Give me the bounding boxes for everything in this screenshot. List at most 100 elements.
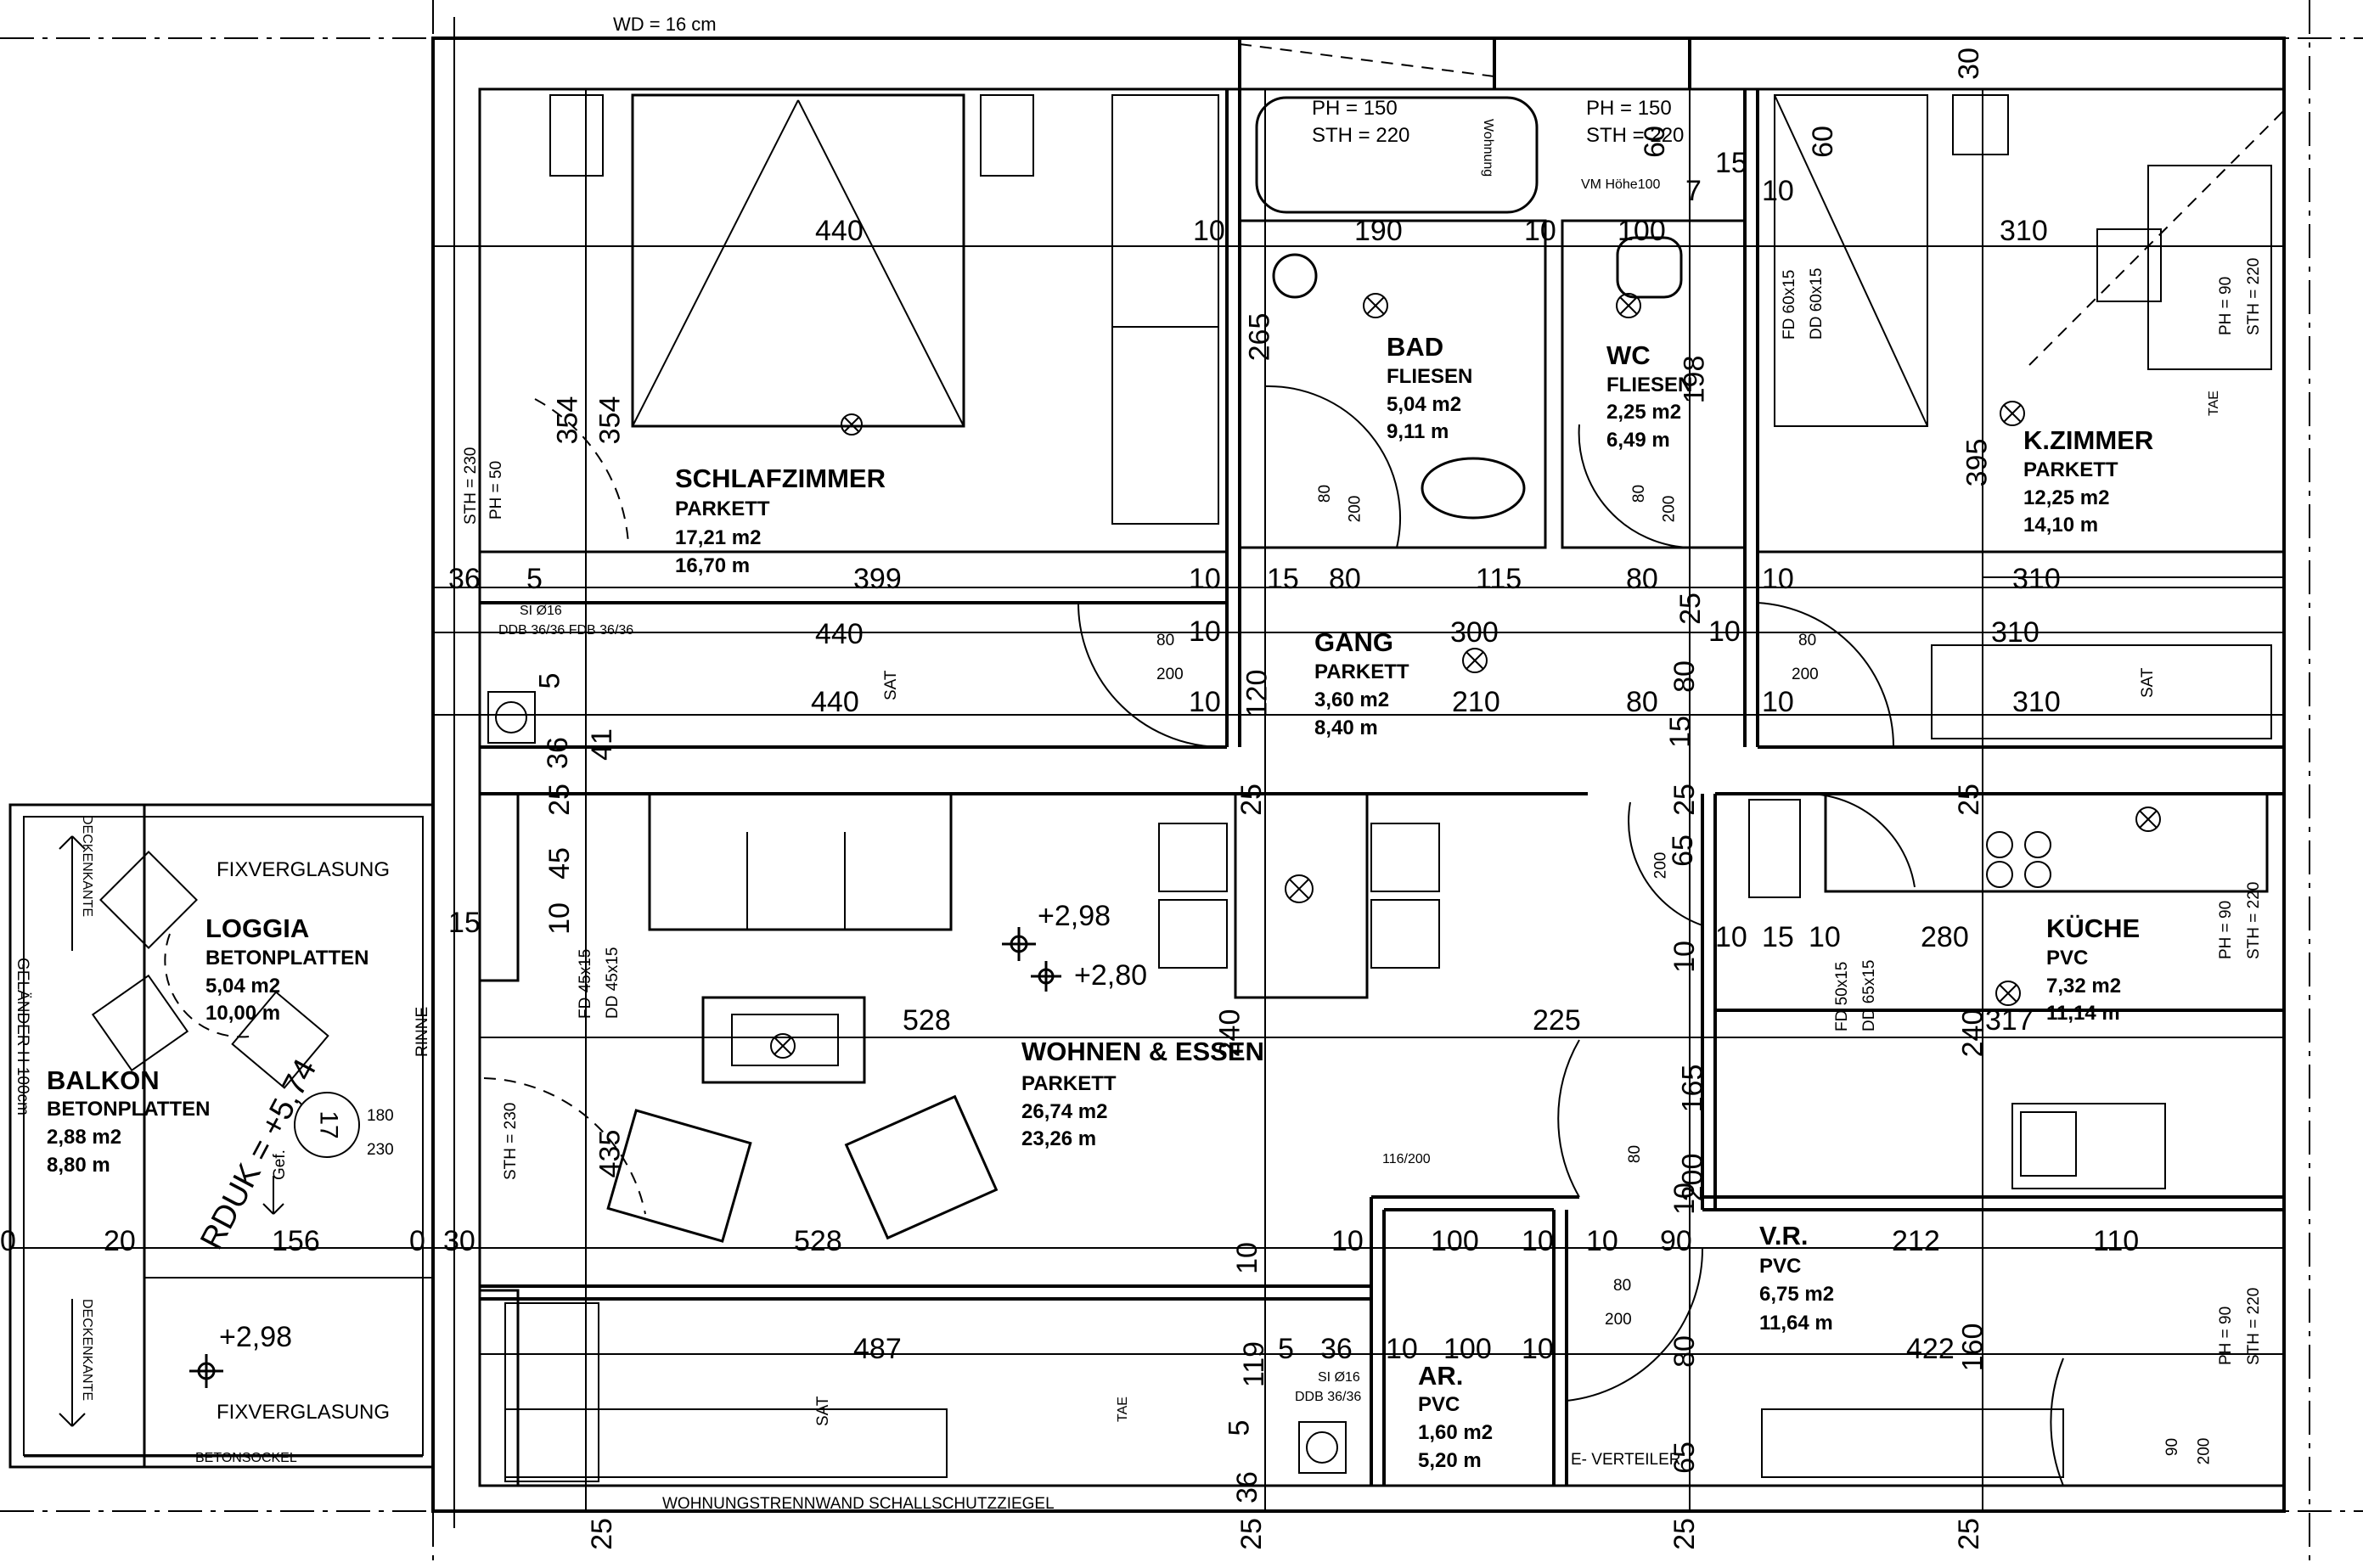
wall-kzimmer	[1756, 87, 2286, 554]
dim-label: 115	[1476, 563, 1522, 595]
dim-label: 440	[815, 618, 864, 650]
dim-label: 36	[1320, 1333, 1353, 1365]
room-name-bad: BAD	[1387, 332, 1444, 362]
fd50: FD 50x15	[1833, 961, 1851, 1031]
bathtub	[1255, 96, 1539, 214]
room-perimeter-loggia: 10,00 m	[205, 1002, 281, 1025]
dim-label: 60	[1806, 126, 1839, 158]
sth220-kzimmer: STH = 220	[2245, 257, 2263, 335]
room-area-balkon: 2,88 m2	[47, 1126, 122, 1149]
dim-label: 528	[794, 1225, 842, 1257]
dim-label: 10	[1715, 921, 1747, 953]
dim-label: 10	[1762, 686, 1794, 718]
dd45: DD 45x15	[604, 947, 622, 1020]
dim-label: 10	[1193, 215, 1225, 247]
room-floor-kueche: PVC	[2046, 947, 2089, 969]
vm-label: VM Höhe100	[1581, 177, 1661, 192]
wall-thickness-label: WD = 16 cm	[613, 14, 717, 35]
sth220-kueche: STH = 220	[2245, 881, 2263, 959]
room-name-gang: GANG	[1314, 627, 1393, 657]
dim-label: 90	[1660, 1225, 1692, 1257]
room-name-balkon: BALKON	[47, 1065, 160, 1095]
armchair-1	[606, 1109, 752, 1243]
fd60: FD 60x15	[1781, 269, 1798, 340]
dim-label: 10	[1189, 563, 1221, 595]
si16-2: SI Ø16	[1318, 1370, 1360, 1385]
room-area-kueche: 7,32 m2	[2046, 975, 2122, 998]
dim-label: 25	[1674, 593, 1707, 625]
room-perimeter-balkon: 8,80 m	[47, 1154, 110, 1177]
dim-label: 160	[1956, 1323, 1989, 1372]
dim-label: 528	[903, 1004, 951, 1037]
dim-label: 310	[2012, 563, 2061, 595]
stair-number: 17	[314, 1110, 343, 1139]
dim-label: 7	[1685, 175, 1702, 207]
room-name-wohnen: WOHNEN & ESSEN	[1021, 1037, 1264, 1066]
dim-label: 5	[1223, 1419, 1256, 1436]
room-perimeter-ar: 5,20 m	[1418, 1449, 1482, 1472]
dim-label: 300	[1450, 616, 1499, 649]
deckenkante-label-1: DECKENKANTE	[80, 815, 94, 918]
dim-label: 10	[1522, 1333, 1554, 1365]
room-floor-bad: FLIESEN	[1387, 365, 1473, 388]
dim-label: 41	[585, 728, 618, 761]
room-name-schlafzimmer: SCHLAFZIMMER	[675, 464, 886, 493]
ddb-pair: DDB 36/36 FDB 36/36	[498, 623, 634, 638]
dim-label: 440	[811, 686, 859, 718]
dim-label: 25	[1668, 1518, 1701, 1550]
bed	[631, 93, 965, 428]
room-name-kueche: KÜCHE	[2046, 913, 2141, 943]
dim-label: 422	[1906, 1333, 1955, 1365]
dim-label: 90	[2163, 1437, 2182, 1457]
room-area-schlafzimmer: 17,21 m2	[675, 526, 762, 549]
sth230-wohnen: STH = 230	[502, 1102, 520, 1180]
dim-label: 80	[1630, 484, 1649, 503]
dim-label: 240	[1213, 1009, 1246, 1058]
dim-label: 36	[541, 737, 574, 769]
dim-label: 80	[1626, 1144, 1645, 1164]
fixverglasung-top: FIXVERGLASUNG	[217, 858, 391, 881]
dim-label: 487	[853, 1333, 902, 1365]
sat-label-1: SAT	[882, 670, 900, 700]
tae-label-1: TAE	[1116, 1397, 1130, 1422]
room-floor-vr: PVC	[1759, 1255, 1802, 1278]
dim-label: 100	[1431, 1225, 1479, 1257]
dim-label: 10	[1708, 615, 1741, 648]
ph90-vr: PH = 90	[2217, 1306, 2235, 1365]
dim-label: 25	[1952, 1518, 1985, 1550]
ph50-schlaf: PH = 50	[487, 460, 505, 520]
dim-label: 10	[1668, 1183, 1701, 1215]
dim-label: 80	[1798, 632, 1817, 649]
dim-label: 5	[533, 672, 566, 689]
dim-label: 435	[594, 1129, 627, 1178]
ddb-2: DDB 36/36	[1295, 1390, 1362, 1404]
dim-label: 200	[1605, 1311, 1632, 1329]
sat-label-3: SAT	[814, 1396, 832, 1426]
coffee-table	[701, 996, 866, 1084]
dim-label: 20	[104, 1225, 136, 1257]
room-perimeter-wohnen: 23,26 m	[1021, 1127, 1097, 1150]
dim-label: 25	[1952, 784, 1985, 816]
dim-label: 265	[1243, 312, 1276, 362]
dim-label: 80	[1626, 563, 1658, 595]
room-perimeter-vr: 11,64 m	[1759, 1312, 1833, 1335]
room-area-bad: 5,04 m2	[1387, 393, 1462, 416]
sth220-vr: STH = 220	[2245, 1287, 2263, 1365]
room-perimeter-gang: 8,40 m	[1314, 717, 1378, 739]
room-area-kzimmer: 12,25 m2	[2023, 486, 2110, 509]
dim-label: 156	[272, 1225, 320, 1257]
gef-label: Gef.	[271, 1149, 289, 1180]
dim-label: 15	[1663, 716, 1696, 748]
dim-label: 15	[448, 907, 481, 939]
dim-label: 0	[0, 1225, 16, 1257]
dim-label: 80	[1668, 660, 1701, 693]
dim-label: 25	[1235, 784, 1268, 816]
room-perimeter-schlafzimmer: 16,70 m	[675, 554, 751, 577]
height-marker-1: +2,98	[1038, 900, 1111, 932]
dim-label: 399	[853, 563, 902, 595]
room-area-gang: 3,60 m2	[1314, 688, 1390, 711]
dim-label: 25	[1668, 784, 1701, 816]
dim-label: 440	[815, 215, 864, 247]
dim-label: 354	[594, 396, 627, 445]
